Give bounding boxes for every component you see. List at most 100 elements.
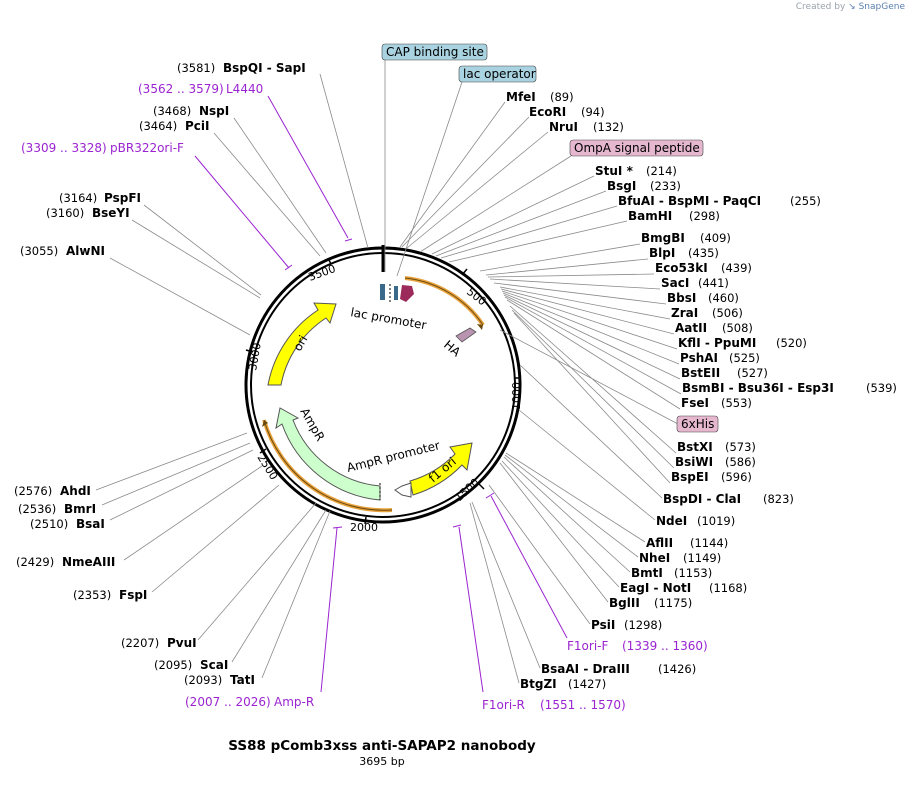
leader-line — [440, 205, 618, 259]
leader-line — [344, 238, 353, 242]
leader-line — [485, 258, 649, 276]
cap-site-mark — [380, 284, 385, 300]
leader-line — [477, 482, 485, 490]
plasmid-title: SS88 pComb3xss anti-SAPAP2 nanobody — [228, 738, 536, 754]
site-label: PspFI — [104, 191, 141, 205]
leader-line — [499, 462, 609, 603]
site-pos: (573) — [725, 440, 756, 454]
site-pos: (508) — [722, 321, 753, 335]
leader-line — [458, 526, 484, 693]
leader-line — [431, 175, 595, 255]
leader-line — [396, 81, 463, 277]
site-pos: (2095) — [154, 658, 192, 672]
site-pos: (596) — [721, 470, 752, 484]
leader-line — [503, 294, 681, 380]
leader-line — [233, 117, 327, 254]
cap-binding-label: CAP binding site — [386, 45, 484, 59]
site-label: PshAI — [680, 351, 718, 365]
his-tag-box — [676, 415, 719, 433]
site-pos: (527) — [737, 366, 768, 380]
primers: (3562 .. 3579) L4440 (3309 .. 3328) pBR3… — [21, 82, 708, 712]
site-pos: (460) — [708, 291, 739, 305]
leader-line — [518, 409, 656, 521]
leader-line — [151, 484, 280, 593]
feature-label-lac-promoter: lac promoter — [349, 305, 427, 332]
ompa-arrow — [400, 285, 414, 302]
leader-line — [95, 432, 248, 491]
leader-line — [505, 452, 646, 543]
site-label: KflI - PpuMI — [678, 336, 756, 350]
leader-line — [485, 492, 495, 499]
site-pos: (1298) — [624, 618, 662, 632]
site-pos: (409) — [700, 231, 731, 245]
site-label: BfuAI - BspMI - PaqCI — [618, 194, 761, 208]
leader-line — [461, 268, 468, 276]
site-label: BsaI — [76, 517, 105, 531]
site-label: FspI — [119, 588, 147, 602]
ampr-feature-arrow — [275, 407, 381, 501]
leader-line — [419, 155, 572, 253]
site-pos: (2510) — [30, 517, 68, 531]
site-label: StuI * — [595, 164, 634, 178]
site-label: BglII — [609, 596, 640, 610]
leader-line — [327, 257, 332, 265]
site-label: BmrI — [64, 502, 96, 516]
site-label: BsiWI — [675, 455, 713, 469]
cap-binding-box — [381, 43, 488, 61]
leader-line — [509, 305, 677, 454]
feature-arrows — [267, 284, 477, 501]
site-pos: (94) — [581, 105, 605, 119]
site-pos: (1149) — [683, 551, 721, 565]
his-tag-label: 6xHis — [681, 417, 714, 431]
site-pos: (3464) — [139, 119, 177, 133]
tick-label: 3500 — [307, 262, 338, 284]
tick-label: 2000 — [350, 521, 378, 534]
leader-line — [332, 526, 343, 529]
site-label: NheI — [639, 551, 670, 565]
site-label: EcoRI — [529, 105, 566, 119]
map-shape — [404, 277, 484, 326]
primer-label: Amp-R — [274, 695, 314, 709]
site-pos: (586) — [725, 455, 756, 469]
site-pos: (3055) — [20, 244, 58, 258]
site-pos: (525) — [729, 351, 760, 365]
tick-label: 2500 — [254, 452, 280, 483]
leader-line — [503, 456, 631, 573]
leader-line — [511, 309, 675, 469]
leader-line — [504, 296, 682, 395]
leader-line — [499, 329, 679, 425]
leader-line — [284, 264, 293, 271]
primer-label: L4440 — [226, 82, 263, 96]
site-pos: (539) — [866, 381, 897, 395]
ampr-promoter-arrow — [394, 482, 412, 498]
site-pos: (506) — [712, 306, 743, 320]
site-pos: (2093) — [184, 673, 222, 687]
site-label: SacI — [661, 276, 689, 290]
site-label: EagI - NotI — [620, 581, 691, 595]
leader-line — [320, 527, 338, 693]
site-pos: (1175) — [654, 596, 692, 610]
leader-line — [499, 286, 671, 320]
leader-line — [399, 101, 506, 248]
site-label: TatI — [230, 673, 255, 687]
site-label: MfeI — [506, 90, 536, 104]
leader-line — [501, 290, 678, 350]
site-label: BamHI — [628, 209, 672, 223]
leader-line — [143, 204, 262, 296]
site-label: FseI — [681, 396, 709, 410]
site-label: BmtI — [631, 566, 663, 580]
leader-line — [506, 299, 681, 410]
site-pos: (132) — [593, 120, 624, 134]
site-label: BsgI — [607, 179, 636, 193]
primer-label: F1ori-F — [567, 639, 608, 653]
site-pos: (1019) — [697, 514, 735, 528]
orf-arcs — [262, 276, 485, 513]
leader-line — [487, 273, 655, 278]
leader-line — [109, 257, 251, 336]
site-pos: (1144) — [690, 536, 728, 550]
site-label: BspQI - SapI — [223, 61, 306, 75]
leader-line — [471, 501, 541, 669]
snapgene-credit: Created by ↘ SnapGene — [796, 2, 905, 12]
backbone-ring — [244, 245, 522, 524]
